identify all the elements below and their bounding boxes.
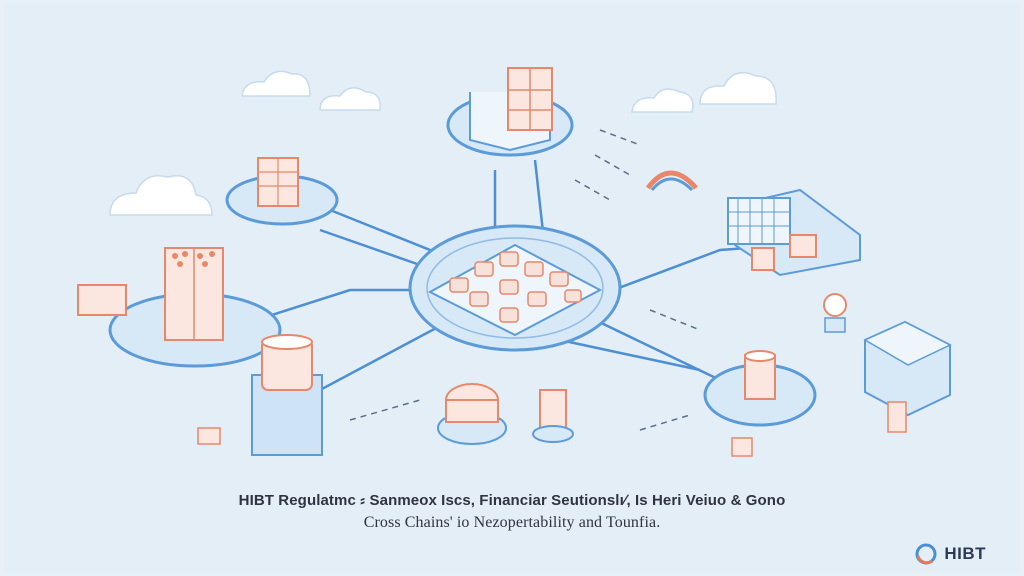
brand-logo: HIBT: [914, 542, 986, 566]
hibt-logo-icon: [915, 543, 937, 565]
cloud-icon: [631, 71, 777, 113]
central-hub: [408, 224, 622, 352]
right-node-hub: [703, 350, 817, 457]
dashed-connections: [349, 129, 701, 431]
cloud-icon: [109, 175, 213, 216]
brand-name: HIBT: [944, 544, 986, 563]
bottom-node-server: [532, 389, 574, 443]
caption-line-1: HIBT Regulatmc ⸗ Sanmeox Iscs, Financiar…: [238, 492, 786, 509]
top-node-tower: [446, 67, 574, 157]
cloud-icon: [241, 70, 381, 111]
right-node-gauge: [823, 293, 847, 333]
right-node-panel: [727, 188, 861, 277]
upper-left-node-building: [225, 157, 339, 226]
right-node-cloud-arch: [645, 170, 698, 192]
lower-left-node-storage: [197, 334, 323, 456]
caption-line-2: Cross Chains' io Nezopertability and Tou…: [363, 514, 661, 531]
left-node-data-tower: [77, 247, 282, 368]
right-node-datacenter: [863, 320, 952, 433]
bottom-node-vault: [437, 383, 507, 445]
